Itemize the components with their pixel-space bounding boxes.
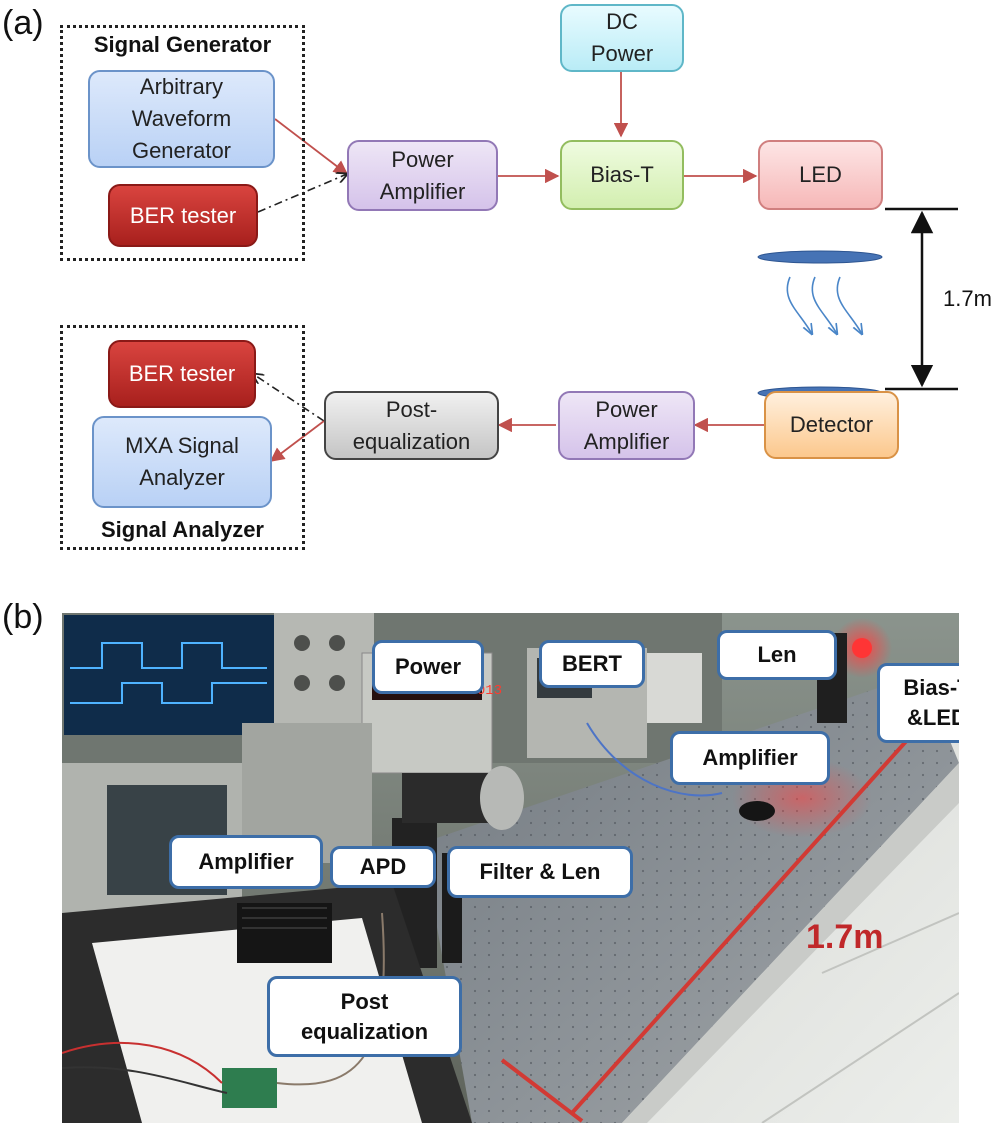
panel-a-letter: (a) <box>2 4 44 42</box>
arrow-posteq-to-mxa <box>269 420 325 462</box>
arrow-posteq-to-ber <box>253 374 325 422</box>
panel-b-letter: (b) <box>2 598 44 636</box>
arrow-awg-to-amp <box>274 118 349 175</box>
awg-block: Arbitrary Waveform Generator <box>88 70 275 168</box>
light-ray-3 <box>836 276 862 334</box>
signal-analyzer-group <box>60 325 305 550</box>
light-ray-1 <box>786 276 812 334</box>
power-amplifier-rx-block: Power Amplifier <box>558 391 695 460</box>
label-amplifier-left: Amplifier <box>169 835 323 889</box>
mxa-analyzer-block: MXA Signal Analyzer <box>92 416 272 508</box>
label-power: Power <box>372 640 484 694</box>
signal-analyzer-title: Signal Analyzer <box>100 517 264 542</box>
label-len-top: Len <box>717 630 837 680</box>
lens-top <box>757 250 883 264</box>
light-ray-2 <box>811 276 837 334</box>
label-post-equalization: Post equalization <box>267 976 462 1057</box>
distance-label-b: 1.7m <box>806 918 884 956</box>
signal-generator-group <box>60 25 305 261</box>
label-bert: BERT <box>539 640 645 688</box>
label-filter-len: Filter & Len <box>447 846 633 898</box>
signal-generator-title: Signal Generator <box>93 32 272 57</box>
label-bias-led: Bias-T &LED <box>877 663 959 743</box>
led-block: LED <box>758 140 883 210</box>
post-equalization-block: Post- equalization <box>324 391 499 460</box>
label-amplifier-right: Amplifier <box>670 731 830 785</box>
distance-label-a: 1.7m <box>943 286 992 311</box>
dc-power-block: DC Power <box>560 4 684 72</box>
ber-tester-tx-block: BER tester <box>108 184 258 247</box>
label-apd: APD <box>330 846 436 888</box>
bias-t-block: Bias-T <box>560 140 684 210</box>
detector-block: Detector <box>764 391 899 459</box>
power-amplifier-tx-block: Power Amplifier <box>347 140 498 211</box>
lab-setup-photo: 000 002 004 013 <box>62 613 959 1123</box>
ber-tester-rx-block: BER tester <box>108 340 256 408</box>
